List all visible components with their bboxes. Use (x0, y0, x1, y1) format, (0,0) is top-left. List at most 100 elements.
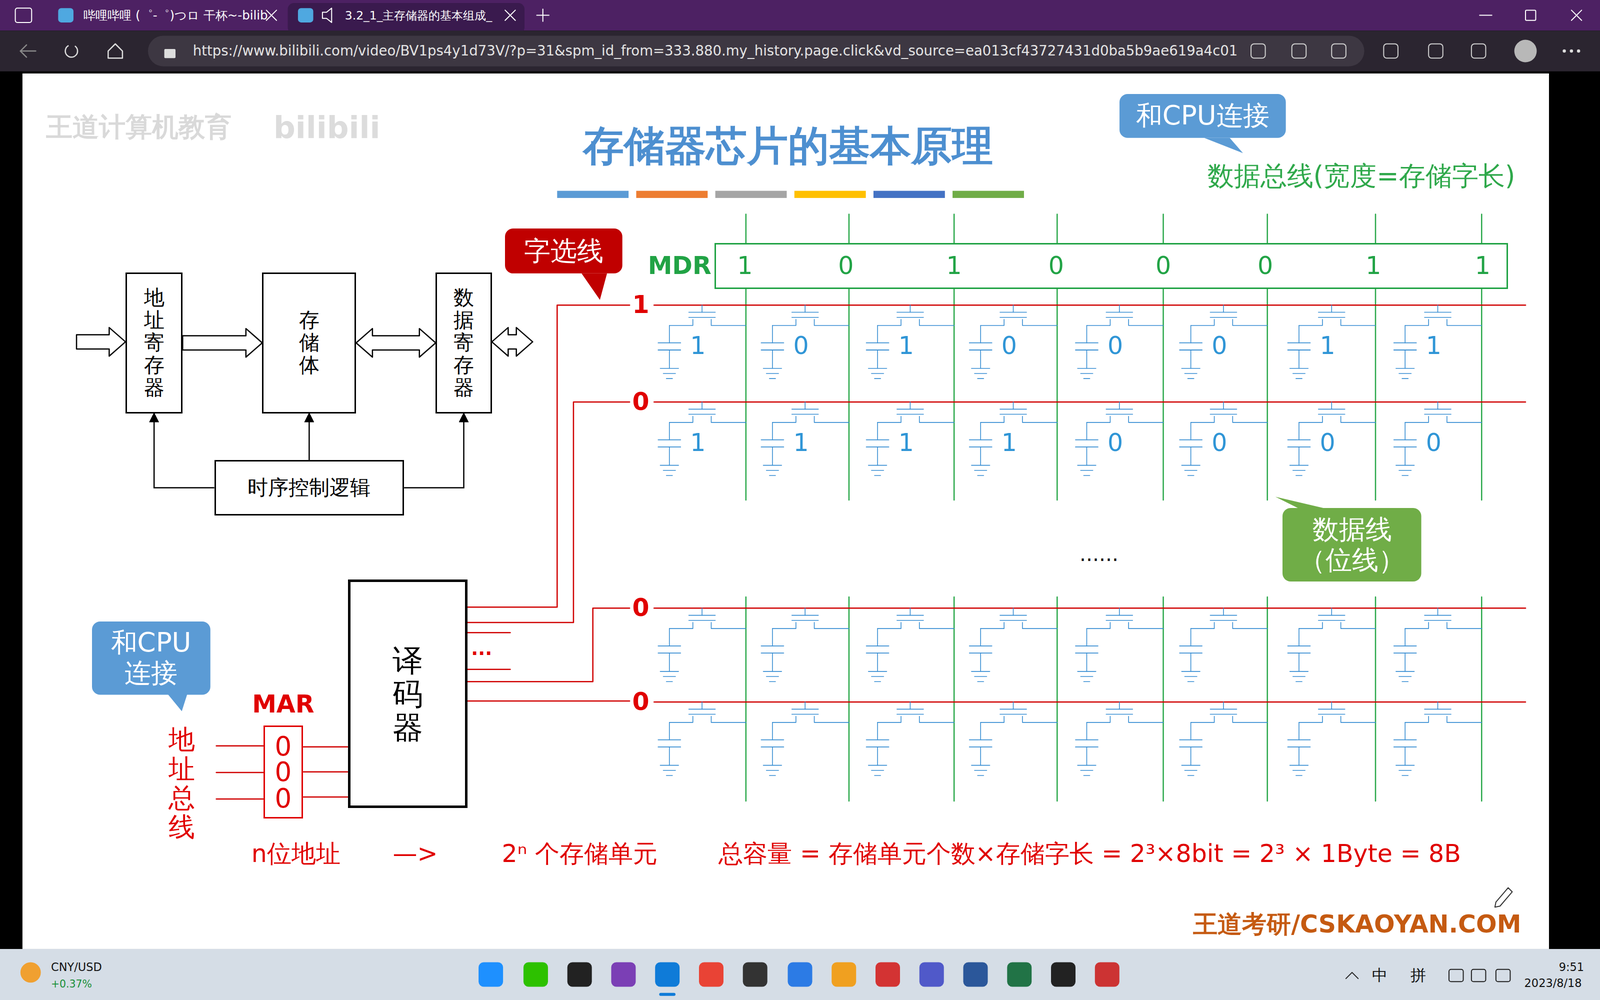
bit-line (1266, 214, 1268, 243)
ground-symbol (1188, 775, 1194, 776)
menu-dot (1570, 49, 1574, 53)
ground-symbol (769, 378, 776, 379)
ground-symbol (977, 775, 984, 776)
capacitor-symbol (669, 653, 670, 672)
transistor-symbol (1447, 319, 1482, 326)
transistor-symbol (1341, 622, 1376, 629)
close-icon (1571, 10, 1582, 20)
ground-symbol (971, 671, 990, 672)
capacitor-symbol (1288, 342, 1311, 344)
register-bit: 0 (1257, 251, 1273, 280)
capacitor-symbol (1394, 439, 1417, 441)
bit-line (953, 597, 955, 801)
capacitor-symbol (1075, 645, 1098, 647)
transistor-symbol (1086, 319, 1110, 326)
capacitor-symbol (1086, 722, 1088, 740)
ground-symbol (769, 681, 776, 682)
transistor-symbol (1318, 714, 1345, 715)
ellipsis: ... (471, 638, 492, 660)
bit-line (745, 214, 747, 243)
dram-cell (1288, 305, 1376, 379)
transistor-symbol (1232, 622, 1267, 629)
bus-line (303, 746, 348, 748)
weather-icon (20, 962, 41, 983)
capacitor-symbol (877, 422, 878, 440)
lock-icon (164, 49, 176, 58)
ground-symbol (1181, 765, 1200, 766)
transistor-gate (910, 608, 911, 615)
taskbar-app-icon (699, 962, 724, 987)
transistor-symbol (1424, 414, 1451, 415)
ground-symbol (868, 368, 887, 369)
register-bit: 0 (274, 733, 292, 760)
word-line-value: 1 (632, 291, 650, 319)
dram-cell (969, 305, 1058, 379)
capacitor-symbol (980, 325, 981, 343)
dram-cell (1075, 402, 1164, 476)
transistor-symbol (1318, 620, 1345, 621)
ground-symbol (1402, 681, 1408, 682)
tab-title: 哔哩哔哩 (゜-゜)つロ 干杯~-bilib (83, 8, 268, 23)
word-line (654, 607, 1526, 609)
block-arrow (182, 328, 262, 357)
capacitor-symbol (1404, 447, 1406, 466)
transistor-symbol (980, 416, 1004, 423)
ground-symbol (766, 770, 779, 771)
taskbar-app-icon (875, 962, 900, 987)
ground-symbol (1290, 671, 1309, 672)
dram-cell (866, 305, 955, 379)
register-bit: 0 (1155, 251, 1171, 280)
transistor-symbol (689, 317, 716, 318)
ground-symbol (1181, 368, 1200, 369)
formula-text: 2ⁿ 个存储单元 (502, 840, 658, 868)
capacitor-symbol (980, 447, 981, 466)
capacitor-symbol (877, 628, 878, 646)
transistor-symbol (1232, 716, 1267, 723)
ground-symbol (1402, 775, 1408, 776)
ground-symbol (977, 475, 984, 476)
slide-ground (22, 73, 1549, 949)
bit-line (1375, 597, 1377, 801)
transistor-gate (1331, 305, 1332, 312)
dram-cell (658, 608, 746, 682)
cell-bit: 1 (898, 429, 914, 457)
capacitor-symbol (1404, 325, 1406, 343)
cell-bit: 1 (898, 332, 914, 360)
transistor-symbol (919, 622, 954, 629)
transistor-symbol (1447, 622, 1482, 629)
title-color-bar (636, 191, 708, 198)
dram-cell (1179, 608, 1268, 682)
ground-symbol (660, 465, 679, 466)
capacitor-symbol (1086, 628, 1088, 646)
transistor-gate (1331, 608, 1332, 615)
dram-cell (1394, 608, 1482, 682)
capacitor-symbol (969, 439, 992, 441)
capacitor-symbol (761, 739, 784, 741)
register-bit: 1 (1365, 251, 1381, 280)
dram-cell (761, 402, 849, 476)
ticker-text: CNY/USD (51, 961, 102, 974)
bit-line (1056, 597, 1058, 801)
dram-cell (1179, 305, 1268, 379)
capacitor-symbol (1179, 342, 1202, 344)
profile-avatar (1514, 40, 1537, 63)
capacitor-symbol (1190, 422, 1192, 440)
transistor-symbol (711, 622, 746, 629)
transistor-symbol (1128, 716, 1163, 723)
dram-cell (761, 305, 849, 379)
register-bit: 0 (838, 251, 854, 280)
capacitor-symbol (1190, 722, 1192, 740)
transistor-symbol (1128, 416, 1163, 423)
transistor-symbol (772, 622, 796, 629)
ground-symbol (1077, 765, 1096, 766)
word-select-wire (467, 669, 511, 671)
capacitor-symbol (877, 722, 878, 740)
transistor-symbol (1106, 414, 1133, 415)
process-box: 存储体 (262, 272, 356, 414)
capacitor-symbol (658, 645, 681, 647)
title-color-bar (873, 191, 945, 198)
watermark: 王道计算机教育 (46, 112, 232, 143)
transistor-symbol (1022, 416, 1057, 423)
ground-symbol (974, 470, 987, 471)
